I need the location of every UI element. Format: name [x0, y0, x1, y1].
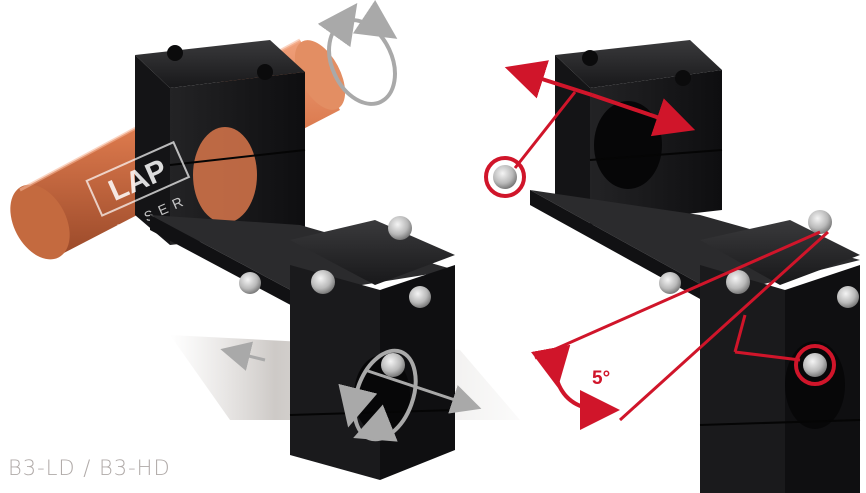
- double-arrow-icon: [504, 60, 696, 169]
- product-caption: B3-LD / B3-HD: [8, 456, 171, 480]
- screw-icon: [311, 270, 335, 294]
- rotate-arrow-icon: [317, 0, 398, 106]
- screw-icon: [659, 272, 681, 294]
- right-lower-clamp: [699, 220, 861, 493]
- screw-icon: [388, 216, 412, 240]
- small-arrow-icon: [220, 341, 266, 371]
- angle-lines: [534, 230, 830, 422]
- screw-icon: [239, 272, 261, 294]
- angle-arc-icon: [530, 344, 620, 430]
- left-screws: [239, 216, 431, 377]
- screw-icon: [837, 286, 859, 308]
- right-mount-assembly: 5°: [484, 40, 861, 493]
- right-upper-clamp: [555, 40, 723, 225]
- adjust-screw-highlight-icon: [794, 344, 836, 386]
- rotate-arrow-icon: [338, 348, 482, 442]
- screw-icon: [381, 353, 405, 377]
- screw-icon: [803, 353, 827, 377]
- left-mount-assembly: LAP LASER: [10, 0, 520, 480]
- screw-icon: [808, 210, 832, 234]
- adjust-screw-highlight-icon: [484, 156, 526, 198]
- screw-icon: [409, 286, 431, 308]
- angle-label: 5°: [592, 368, 610, 389]
- screw-icon: [726, 270, 750, 294]
- screw-icon: [493, 165, 517, 189]
